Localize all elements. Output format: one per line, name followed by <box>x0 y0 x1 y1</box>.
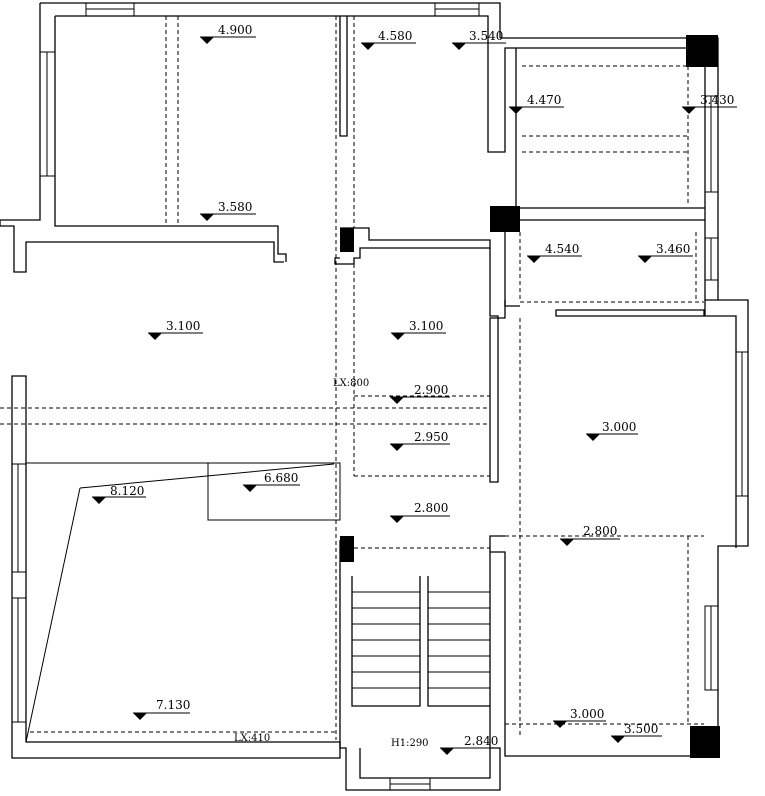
elevation-label: 2.950 <box>414 430 448 444</box>
column <box>690 726 720 758</box>
elevation-marker: 3.500 <box>611 722 662 743</box>
elevation-label: 4.900 <box>218 23 252 37</box>
elevation-marker: 2.800 <box>390 501 450 523</box>
elevation-marker: 3.100 <box>391 319 446 340</box>
elevation-marker: 6.680 <box>243 471 300 492</box>
elevation-label: 4.580 <box>378 29 412 43</box>
elevation-label: 3.100 <box>409 319 443 333</box>
elevation-marker: 4.470 <box>509 93 564 114</box>
elevation-label: 3.460 <box>656 242 690 256</box>
elevation-marker: 3.460 <box>638 242 693 263</box>
elevation-label: 3.000 <box>570 707 604 721</box>
column <box>490 206 520 232</box>
elevation-marker: 4.900 <box>200 23 256 44</box>
elevation-label: 2.800 <box>414 501 448 515</box>
elevation-label: 6.680 <box>264 471 298 485</box>
column <box>686 35 718 67</box>
elevation-marker: 2.950 <box>390 430 450 451</box>
elevation-label: 3.430 <box>700 93 734 107</box>
elevation-label: 8.120 <box>110 484 144 498</box>
elevation-marker: 4.580 <box>361 29 416 50</box>
elevation-marker: 7.130 <box>133 698 190 720</box>
elevation-marker: 3.000 <box>586 420 638 441</box>
walls <box>0 2 749 791</box>
lx-note: LX:410 <box>234 733 270 744</box>
elevation-label: 4.470 <box>527 93 561 107</box>
elevation-label: 3.100 <box>166 319 200 333</box>
structural-columns <box>340 35 720 758</box>
elevation-marker: 3.100 <box>148 319 203 340</box>
column <box>340 536 354 562</box>
elevation-label: 7.130 <box>156 698 190 712</box>
elevation-marker: 3.540 <box>452 29 506 50</box>
elevation-marker: 3.580 <box>200 200 256 221</box>
elevation-label: 2.900 <box>414 383 448 397</box>
elevation-marker: 2.840 <box>440 734 498 755</box>
elevation-marker: 8.120 <box>92 484 146 504</box>
stair-treads <box>352 591 490 689</box>
elevation-marker: 2.800 <box>560 524 620 546</box>
column <box>340 228 354 252</box>
elevation-label: 4.540 <box>545 242 579 256</box>
elevation-label: 3.540 <box>469 29 503 43</box>
elevation-label: 3.500 <box>624 722 658 736</box>
lx-note: LX:800 <box>333 378 369 389</box>
elevation-marker: 4.540 <box>527 242 582 263</box>
elevation-marker: 2.900 <box>390 383 450 404</box>
elevation-marker: 3.430 <box>682 93 737 114</box>
elevation-label: 3.000 <box>602 420 636 434</box>
elevation-marker: 3.000 <box>553 707 606 728</box>
elevation-label: 2.800 <box>583 524 617 538</box>
elevation-label: 3.580 <box>218 200 252 214</box>
elevation-label: 2.840 <box>464 734 498 748</box>
h1-note: H1:290 <box>391 738 429 749</box>
ceiling-lines <box>0 16 704 740</box>
